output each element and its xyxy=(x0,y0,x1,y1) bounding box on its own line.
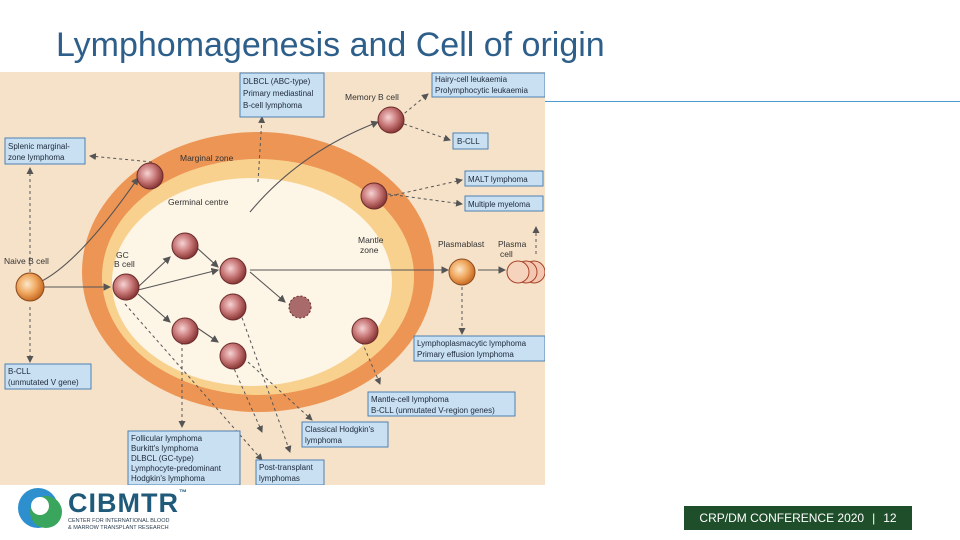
svg-text:DLBCL (GC-type): DLBCL (GC-type) xyxy=(131,454,194,463)
svg-text:B-CLL: B-CLL xyxy=(457,137,480,146)
svg-text:lymphoma: lymphoma xyxy=(305,436,342,445)
centroblast-cell-2 xyxy=(219,257,247,285)
box-dlbcl-abc: DLBCL (ABC-type) Primary mediastinal B-c… xyxy=(239,72,325,118)
lymphomagenesis-diagram: Marginal zone Germinal centre Mantle zon… xyxy=(0,72,545,485)
centrocyte-cell-3 xyxy=(219,342,247,370)
gc-label-1: GC xyxy=(116,250,129,260)
svg-text:Burkitt's lymphoma: Burkitt's lymphoma xyxy=(131,444,199,453)
svg-text:Hodgkin's lymphoma: Hodgkin's lymphoma xyxy=(131,474,206,483)
mantle-zone-label-1: Mantle xyxy=(358,235,384,245)
footer-conference: CRP/DM CONFERENCE 2020 xyxy=(699,511,865,525)
mantle-cell-bottom xyxy=(351,317,379,345)
svg-text:B-CLL: B-CLL xyxy=(8,367,31,376)
marginal-zone-cell xyxy=(136,162,164,190)
svg-text:MALT lymphoma: MALT lymphoma xyxy=(468,175,528,184)
box-follicular: Follicular lymphoma Burkitt's lymphoma D… xyxy=(127,430,241,485)
title-rule xyxy=(540,101,960,102)
centroblast-cell-1 xyxy=(171,232,199,260)
svg-text:Follicular lymphoma: Follicular lymphoma xyxy=(131,434,203,443)
mantle-zone-label-2: zone xyxy=(360,245,379,255)
box-mantle-cell: Mantle-cell lymphoma B-CLL (unmutated V-… xyxy=(367,391,516,417)
svg-text:Primary effusion lymphoma: Primary effusion lymphoma xyxy=(417,350,514,359)
svg-text:Multiple myeloma: Multiple myeloma xyxy=(468,200,531,209)
box-bcll-top: B-CLL xyxy=(452,132,489,150)
box-myeloma: Multiple myeloma xyxy=(464,195,544,212)
box-hairy-cell: Hairy-cell leukaemia Prolymphocytic leuk… xyxy=(431,72,545,98)
memory-b-cell xyxy=(377,106,405,134)
plasma-cell-label-2: cell xyxy=(500,249,513,259)
gc-label-2: B cell xyxy=(114,259,135,269)
box-splenic-marginal: Splenic marginal- zone lymphoma xyxy=(4,137,86,165)
memory-b-cell-label: Memory B cell xyxy=(345,92,399,102)
svg-text:(unmutated V gene): (unmutated V gene) xyxy=(8,378,79,387)
plasma-cell-label-1: Plasma xyxy=(498,239,527,249)
apoptotic-cell xyxy=(288,295,312,319)
svg-text:Prolymphocytic leukaemia: Prolymphocytic leukaemia xyxy=(435,86,528,95)
slide-title: Lymphomagenesis and Cell of origin xyxy=(56,26,605,64)
box-post-transplant: Post-transplant lymphomas xyxy=(255,459,325,485)
svg-text:Mantle-cell lymphoma: Mantle-cell lymphoma xyxy=(371,395,449,404)
svg-text:Lymphocyte-predominant: Lymphocyte-predominant xyxy=(131,464,222,473)
box-lymphoplasmacytic: Lymphoplasmacytic lymphoma Primary effus… xyxy=(413,335,545,362)
naive-b-cell-label: Naive B cell xyxy=(4,256,49,266)
marginal-zone-label: Marginal zone xyxy=(180,153,234,163)
diagram-svg: Marginal zone Germinal centre Mantle zon… xyxy=(4,72,545,485)
page-number: 12 xyxy=(883,511,897,525)
plasmablast-cell xyxy=(448,258,476,286)
mantle-cell-top xyxy=(360,182,388,210)
centrocyte-cell-2 xyxy=(171,317,199,345)
svg-text:DLBCL (ABC-type): DLBCL (ABC-type) xyxy=(243,77,311,86)
svg-text:B-CLL (unmutated V-region gene: B-CLL (unmutated V-region genes) xyxy=(371,406,495,415)
gc-b-cell xyxy=(112,273,140,301)
svg-text:Post-transplant: Post-transplant xyxy=(259,463,314,472)
svg-text:Splenic marginal-: Splenic marginal- xyxy=(8,142,70,151)
plasmablast-label: Plasmablast xyxy=(438,239,485,249)
centrocyte-cell-1 xyxy=(219,293,247,321)
germinal-centre-label: Germinal centre xyxy=(168,197,229,207)
svg-text:Classical Hodgkin's: Classical Hodgkin's xyxy=(305,425,374,434)
cibmtr-logo-tagline: CENTER FOR INTERNATIONAL BLOOD & MARROW … xyxy=(68,518,170,531)
svg-text:zone lymphoma: zone lymphoma xyxy=(8,153,65,162)
plasma-cell-1 xyxy=(506,260,530,284)
svg-text:Primary mediastinal: Primary mediastinal xyxy=(243,89,313,98)
box-classical-hodgkin: Classical Hodgkin's lymphoma xyxy=(301,421,389,448)
box-malt: MALT lymphoma xyxy=(464,170,544,187)
box-bcll-unmutated: B-CLL (unmutated V gene) xyxy=(4,363,92,390)
cibmtr-logo-mark xyxy=(18,488,62,528)
solid-arrows xyxy=(39,120,507,343)
footer-separator: | xyxy=(872,511,876,525)
dashed-arrows xyxy=(26,93,540,461)
svg-text:Lymphoplasmacytic lymphoma: Lymphoplasmacytic lymphoma xyxy=(417,339,527,348)
logo-circle-white xyxy=(31,497,49,515)
svg-text:B-cell lymphoma: B-cell lymphoma xyxy=(243,101,303,110)
svg-text:lymphomas: lymphomas xyxy=(259,474,300,483)
naive-b-cell xyxy=(15,272,45,302)
svg-text:Hairy-cell leukaemia: Hairy-cell leukaemia xyxy=(435,75,508,84)
footer-bar: CRP/DM CONFERENCE 2020 | 12 xyxy=(684,506,912,530)
cibmtr-logo-wordmark: CIBMTR™ xyxy=(68,488,188,518)
